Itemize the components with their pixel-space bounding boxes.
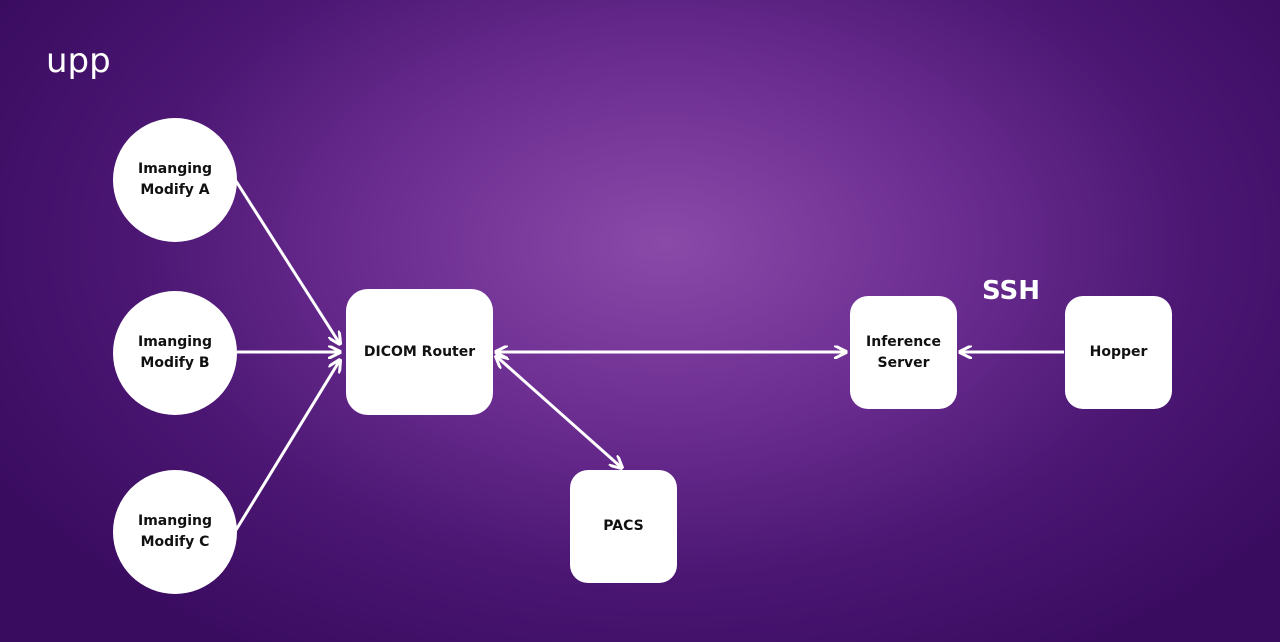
node-hopper: Hopper bbox=[1065, 296, 1172, 409]
node-label-line1: Imanging bbox=[137, 513, 213, 529]
node-label-line1: Imanging bbox=[137, 161, 213, 177]
node-inference-server: Inference Server bbox=[850, 296, 957, 409]
edge-router-to-pacs bbox=[496, 356, 622, 468]
node-label-line2: Modify C bbox=[140, 534, 210, 550]
node-label-line2: Server bbox=[877, 354, 930, 371]
node-label: DICOM Router bbox=[363, 343, 476, 360]
node-label: Hopper bbox=[1089, 344, 1148, 360]
node-imaging-modify-b: Imanging Modify B bbox=[113, 291, 237, 415]
node-label: PACS bbox=[603, 518, 644, 534]
edge-imaging-c-to-router bbox=[234, 360, 340, 531]
node-pacs: PACS bbox=[570, 470, 677, 583]
node-label-line2: Modify A bbox=[140, 182, 210, 198]
upp-logo: upp bbox=[46, 41, 111, 81]
edge-imaging-a-to-router bbox=[234, 180, 340, 344]
node-label-line1: Inference bbox=[866, 333, 941, 350]
node-label-line1: Imanging bbox=[137, 334, 213, 350]
edge-label-ssh: SSH bbox=[982, 276, 1041, 306]
node-label-line2: Modify B bbox=[140, 355, 210, 371]
node-imaging-modify-c: Imanging Modify C bbox=[113, 470, 237, 594]
node-dicom-router: DICOM Router bbox=[346, 289, 493, 415]
node-imaging-modify-a: Imanging Modify A bbox=[113, 118, 237, 242]
